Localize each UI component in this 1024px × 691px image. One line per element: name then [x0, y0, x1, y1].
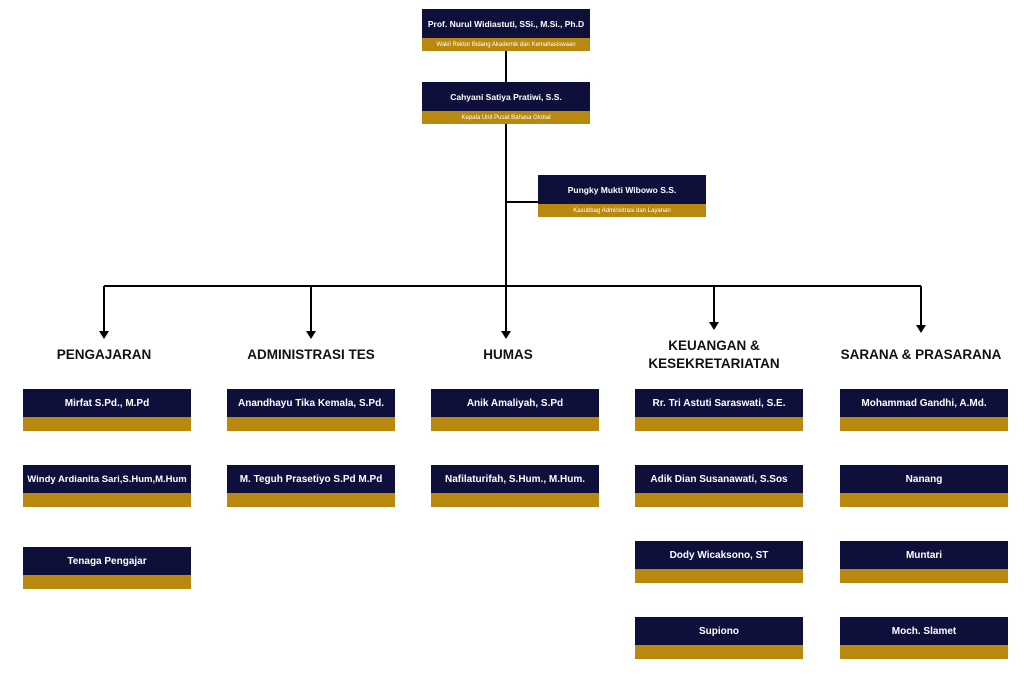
member-name: Nafilaturifah, S.Hum., M.Hum.	[431, 465, 599, 493]
member-card: Mohammad Gandhi, A.Md.	[840, 389, 1008, 431]
member-card: Muntari	[840, 541, 1008, 583]
member-accent-bar	[840, 417, 1008, 431]
arrow-administrasi-tes	[306, 331, 316, 339]
member-name: Mohammad Gandhi, A.Md.	[840, 389, 1008, 417]
member-accent-bar	[840, 645, 1008, 659]
member-card: Supiono	[635, 617, 803, 659]
member-card: Moch. Slamet	[840, 617, 1008, 659]
member-name: Anandhayu Tika Kemala, S.Pd.	[227, 389, 395, 417]
member-card: Dody Wicaksono, ST	[635, 541, 803, 583]
dept-title-keuangan: KEUANGAN & KESEKRETARIATAN	[648, 338, 780, 371]
member-card: Tenaga Pengajar	[23, 547, 191, 589]
member-card: Anandhayu Tika Kemala, S.Pd.	[227, 389, 395, 431]
admin-head-name: Pungky Mukti Wibowo S.S.	[538, 175, 706, 204]
vice-rector-name: Prof. Nurul Widiastuti, SSi., M.Si., Ph.…	[422, 9, 590, 38]
vice-rector-card: Prof. Nurul Widiastuti, SSi., M.Si., Ph.…	[422, 9, 590, 51]
member-accent-bar	[840, 493, 1008, 507]
member-card: Nanang	[840, 465, 1008, 507]
member-name: Tenaga Pengajar	[23, 547, 191, 575]
head-name: Cahyani Satiya Pratiwi, S.S.	[422, 82, 590, 111]
member-name: Dody Wicaksono, ST	[635, 541, 803, 569]
member-name: Mirfat S.Pd., M.Pd	[23, 389, 191, 417]
member-name: Anik Amaliyah, S.Pd	[431, 389, 599, 417]
member-name: Muntari	[840, 541, 1008, 569]
member-accent-bar	[635, 569, 803, 583]
member-card: Mirfat S.Pd., M.Pd	[23, 389, 191, 431]
member-accent-bar	[840, 569, 1008, 583]
member-card: Anik Amaliyah, S.Pd	[431, 389, 599, 431]
member-accent-bar	[23, 493, 191, 507]
member-card: Adik Dian Susanawati, S.Sos	[635, 465, 803, 507]
member-name: Supiono	[635, 617, 803, 645]
dept-title-humas: HUMAS	[483, 347, 533, 362]
arrow-keuangan	[709, 322, 719, 330]
member-card: Rr. Tri Astuti Saraswati, S.E.	[635, 389, 803, 431]
head-card: Cahyani Satiya Pratiwi, S.S. Kepala Unit…	[422, 82, 590, 124]
member-accent-bar	[227, 493, 395, 507]
dept-title-sarana: SARANA & PRASARANA	[840, 347, 1002, 362]
member-card: Windy Ardianita Sari,S.Hum,M.Hum	[23, 465, 191, 507]
member-name: Nanang	[840, 465, 1008, 493]
member-accent-bar	[635, 417, 803, 431]
member-name: M. Teguh Prasetiyo S.Pd M.Pd	[227, 465, 395, 493]
vice-rector-role: Wakil Rektor Bidang Akademik dan Kemahas…	[422, 38, 590, 51]
member-accent-bar	[23, 575, 191, 589]
member-accent-bar	[227, 417, 395, 431]
member-name: Adik Dian Susanawati, S.Sos	[635, 465, 803, 493]
admin-head-card: Pungky Mukti Wibowo S.S. Kasubbag Admini…	[538, 175, 706, 217]
arrow-sarana	[916, 325, 926, 333]
member-accent-bar	[431, 493, 599, 507]
admin-head-role: Kasubbag Administrasi dan Layanan	[538, 204, 706, 217]
dept-title-pengajaran: PENGAJARAN	[56, 347, 152, 362]
dept-title-administrasi-tes: ADMINISTRASI TES	[247, 347, 375, 362]
member-name: Rr. Tri Astuti Saraswati, S.E.	[635, 389, 803, 417]
member-accent-bar	[431, 417, 599, 431]
member-name: Windy Ardianita Sari,S.Hum,M.Hum	[23, 465, 191, 493]
arrow-humas	[501, 331, 511, 339]
member-card: Nafilaturifah, S.Hum., M.Hum.	[431, 465, 599, 507]
member-name: Moch. Slamet	[840, 617, 1008, 645]
head-role: Kepala Unit Pusat Bahasa Global	[422, 111, 590, 124]
member-accent-bar	[23, 417, 191, 431]
member-accent-bar	[635, 645, 803, 659]
member-card: M. Teguh Prasetiyo S.Pd M.Pd	[227, 465, 395, 507]
member-accent-bar	[635, 493, 803, 507]
arrow-pengajaran	[99, 331, 109, 339]
